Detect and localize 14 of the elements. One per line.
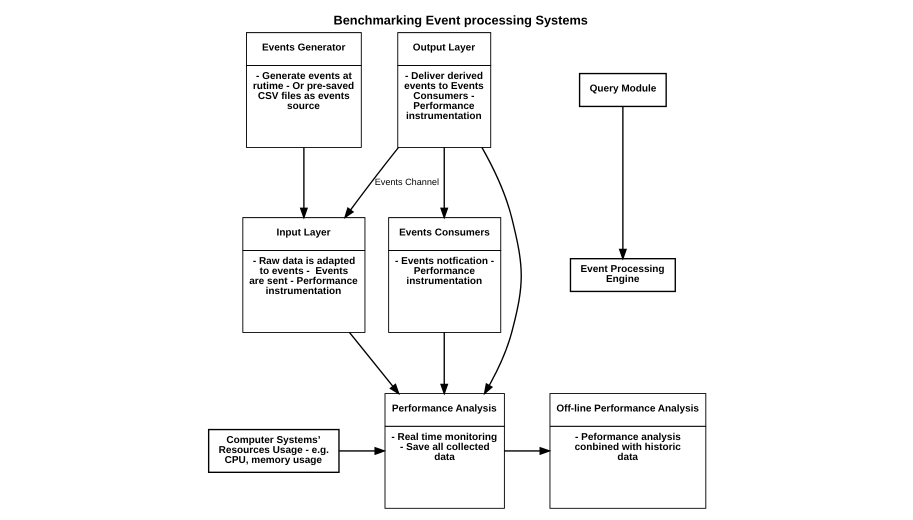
arrow <box>299 148 308 220</box>
node-box: Query Module <box>578 72 666 108</box>
node-box: Computer Systems’ Resources Usage - e.g. CPU, memory usage <box>207 428 340 474</box>
arrow <box>343 147 398 220</box>
arrow <box>618 106 627 261</box>
diagram-title: Benchmarking Event processing Systems <box>333 12 588 28</box>
arrow <box>480 147 522 396</box>
edge-label: Events Channel <box>374 176 439 187</box>
arrow <box>504 446 551 456</box>
arrow <box>440 148 448 220</box>
arrow <box>440 332 448 396</box>
arrow <box>348 332 400 396</box>
arrow <box>338 446 386 456</box>
node-box: Event Processing Engine <box>569 258 676 292</box>
